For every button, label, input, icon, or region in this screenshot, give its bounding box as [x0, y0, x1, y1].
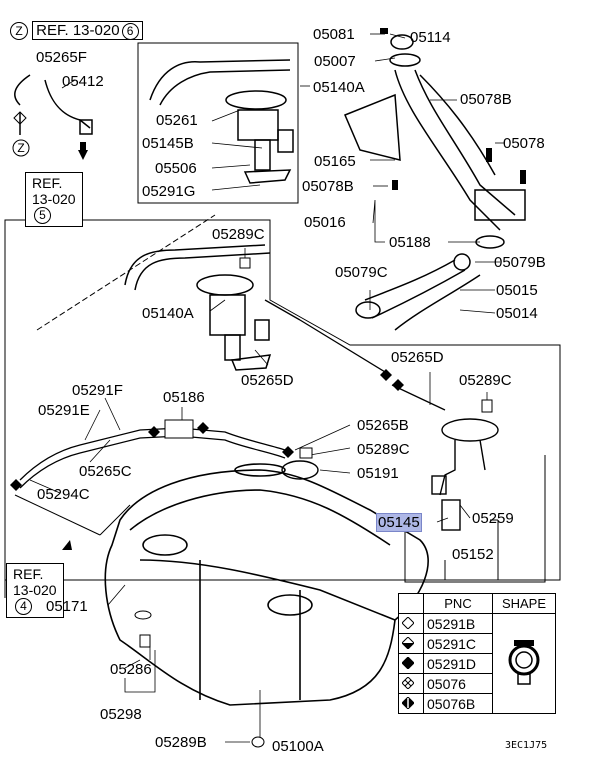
part-label-05078[interactable]: 05078 — [503, 135, 545, 152]
legend-header-pnc: PNC — [423, 593, 493, 614]
clamp-shape-icon — [492, 613, 556, 714]
split-diamond-icon — [398, 693, 424, 714]
part-label-05298[interactable]: 05298 — [100, 706, 142, 723]
part-label-05291F[interactable]: 05291F — [72, 382, 123, 399]
part-label-05079C[interactable]: 05079C — [335, 264, 388, 281]
part-label-05186[interactable]: 05186 — [163, 389, 205, 406]
part-label-05265D-b[interactable]: 05265D — [391, 349, 444, 366]
filler-neck-assembly — [344, 34, 526, 331]
diagram-code: 3EC1J75 — [505, 740, 548, 751]
part-label-05140A-mid[interactable]: 05140A — [142, 305, 194, 322]
part-label-05294C[interactable]: 05294C — [37, 486, 90, 503]
part-label-05007[interactable]: 05007 — [314, 53, 356, 70]
pump-detail-box — [137, 42, 299, 204]
part-label-05078B-mid[interactable]: 05078B — [302, 178, 354, 195]
legend-pnc-05076B[interactable]: 05076B — [423, 693, 493, 714]
fuel-hose-lines — [19, 299, 446, 489]
shape-legend-table: PNC SHAPE 05291B 05291C 05291D 05076 050… — [398, 593, 556, 714]
legend-pnc-05076[interactable]: 05076 — [423, 673, 493, 694]
part-label-05265C[interactable]: 05265C — [79, 463, 132, 480]
part-label-05152[interactable]: 05152 — [452, 546, 494, 563]
legend-header-shape: SHAPE — [492, 593, 556, 614]
part-label-05289B[interactable]: 05289B — [155, 734, 207, 751]
half-diamond-icon — [398, 633, 424, 654]
part-label-05261[interactable]: 05261 — [156, 112, 198, 129]
part-label-05289C-c[interactable]: 05289C — [357, 441, 410, 458]
fuel-tank — [104, 463, 429, 706]
part-label-05506[interactable]: 05506 — [155, 160, 197, 177]
part-label-05191[interactable]: 05191 — [357, 465, 399, 482]
legend-pnc-05291B[interactable]: 05291B — [423, 613, 493, 634]
part-label-05265B[interactable]: 05265B — [357, 417, 409, 434]
part-label-05081[interactable]: 05081 — [313, 26, 355, 43]
part-label-05016[interactable]: 05016 — [304, 214, 346, 231]
part-label-05078B-top[interactable]: 05078B — [460, 91, 512, 108]
part-label-05140A-top[interactable]: 05140A — [313, 79, 365, 96]
part-label-05265F[interactable]: 05265F — [36, 49, 87, 66]
z-marker-label: Z — [17, 141, 25, 155]
inset-fuel-pump — [149, 59, 294, 184]
part-label-05286[interactable]: 05286 — [110, 661, 152, 678]
part-label-05014[interactable]: 05014 — [496, 305, 538, 322]
filled-diamond-icon — [398, 653, 424, 674]
part-label-05145B[interactable]: 05145B — [142, 135, 194, 152]
part-label-05165[interactable]: 05165 — [314, 153, 356, 170]
part-label-05015[interactable]: 05015 — [496, 282, 538, 299]
part-label-05289C-b[interactable]: 05289C — [459, 372, 512, 389]
part-label-05259[interactable]: 05259 — [472, 510, 514, 527]
part-label-05289C-a[interactable]: 05289C — [212, 226, 265, 243]
fuel-sender-assembly — [281, 418, 499, 531]
part-label-05291G[interactable]: 05291G — [142, 183, 196, 200]
legend-pnc-05291D[interactable]: 05291D — [423, 653, 493, 674]
part-label-05291E[interactable]: 05291E — [38, 402, 90, 419]
part-label-05079B[interactable]: 05079B — [494, 254, 546, 271]
part-label-05114[interactable]: 05114 — [410, 29, 451, 46]
part-label-05171[interactable]: 05171 — [46, 598, 88, 615]
top-reference-text: REF. 13-020 — [36, 22, 120, 39]
part-label-05100A[interactable]: 05100A — [272, 738, 324, 755]
crossed-diamond-icon — [398, 673, 424, 694]
part-label-05188[interactable]: 05188 — [389, 234, 431, 251]
part-label-05412[interactable]: 05412 — [62, 73, 104, 90]
z-marker-icon: Z — [10, 22, 28, 40]
mid-fuel-pump — [124, 244, 272, 371]
part-label-05265D-a[interactable]: 05265D — [241, 372, 294, 389]
hollow-diamond-icon — [398, 613, 424, 634]
legend-pnc-05291C[interactable]: 05291C — [423, 633, 493, 654]
part-label-05145-highlighted[interactable]: 05145 — [376, 513, 422, 532]
